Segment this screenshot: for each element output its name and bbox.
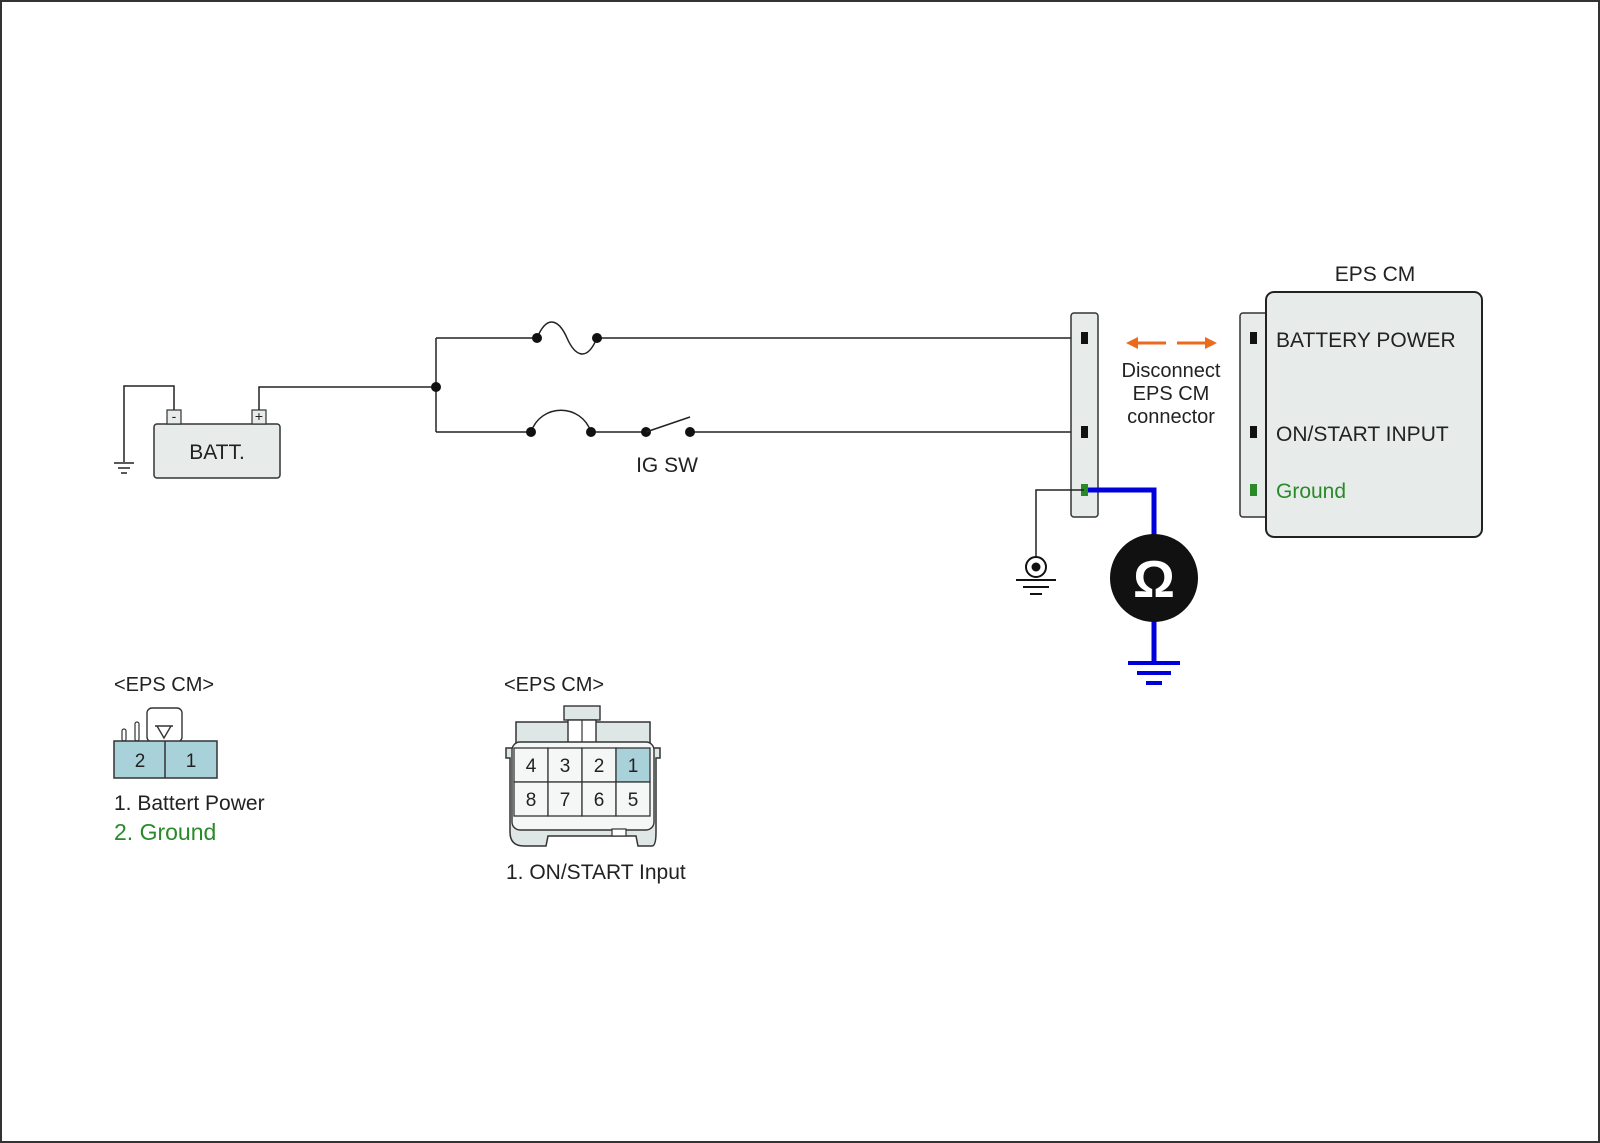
eps-module-body <box>1265 291 1483 538</box>
disconnect-note-line1: Disconnect <box>1122 360 1221 382</box>
connector-2pin-title: <EPS CM> <box>114 674 214 696</box>
eps-module-title: EPS CM <box>1335 263 1416 286</box>
connector-8pin: <EPS CM> 4 3 2 1 8 7 6 5 1. ON/START Inp… <box>504 674 686 884</box>
disconnect-note-line3: connector <box>1127 406 1215 428</box>
battery-ground-wire <box>123 385 175 462</box>
disconnect-arrows <box>1126 337 1217 349</box>
module-pin-ground <box>1250 484 1257 496</box>
connector-8pin-title: <EPS CM> <box>504 674 604 696</box>
connector-8pin-legend-1: 1. ON/START Input <box>506 861 686 884</box>
battery-minus-label: - <box>172 408 177 424</box>
pin-label-on-start-input: ON/START INPUT <box>1276 423 1449 446</box>
battery-positive-wire <box>258 386 436 410</box>
battery-plus-label: + <box>255 408 263 424</box>
connector-8pin-pin-1: 1 <box>628 756 639 777</box>
pin-label-ground: Ground <box>1276 480 1346 503</box>
fuse-bottom <box>526 409 596 437</box>
connector-8pin-pin-7: 7 <box>560 790 571 811</box>
ig-switch: IG SW <box>636 416 698 477</box>
meter-body <box>1110 534 1198 622</box>
meter-lead <box>1088 487 1157 540</box>
harness-pin-ground <box>1081 484 1088 496</box>
ohm-symbol: Ω <box>1133 551 1175 609</box>
battery-ground-symbol <box>114 462 134 474</box>
connector-2pin-pin-1: 1 <box>186 751 197 772</box>
connector-8pin-pin-3: 3 <box>560 756 571 777</box>
connector-2pin-pin-2: 2 <box>135 751 146 772</box>
junction-dot <box>431 382 441 392</box>
pin-label-battery-power: BATTERY POWER <box>1276 329 1456 352</box>
connector-2pin-legend-1: 1. Battert Power <box>114 792 265 815</box>
module-pin-battery <box>1250 332 1257 344</box>
battery-label: BATT. <box>189 441 245 464</box>
main-wiring <box>258 337 1078 433</box>
harness-connector <box>1070 312 1099 518</box>
harness-pin-battery <box>1081 332 1088 344</box>
connector-8pin-pin-1-highlight <box>615 747 651 783</box>
connector-2pin: <EPS CM> 2 1 1. Battert Power 2. Ground <box>113 674 265 845</box>
disconnect-note-line2: EPS CM <box>1133 383 1210 405</box>
connector-8pin-pin-4: 4 <box>526 756 537 777</box>
battery: - + BATT. <box>114 385 281 479</box>
module-pin-on-start <box>1250 426 1257 438</box>
battery-body <box>153 423 281 479</box>
ig-switch-label: IG SW <box>636 454 698 477</box>
chassis-ground <box>1016 489 1084 595</box>
connector-8pin-pin-5: 5 <box>628 790 639 811</box>
connector-2pin-legend-2: 2. Ground <box>114 819 216 845</box>
ohmmeter: Ω <box>1088 487 1198 685</box>
connector-8pin-pin-6: 6 <box>594 790 605 811</box>
connector-8pin-pin-8: 8 <box>526 790 537 811</box>
meter-ground-symbol <box>1128 661 1180 685</box>
battery-minus-terminal <box>166 409 182 425</box>
harness-pin-on-start <box>1081 426 1088 438</box>
connector-8pin-pin-2: 2 <box>594 756 605 777</box>
fuse-top <box>532 321 602 355</box>
eps-module: EPS CM BATTERY POWER ON/START INPUT Grou… <box>1239 263 1483 538</box>
